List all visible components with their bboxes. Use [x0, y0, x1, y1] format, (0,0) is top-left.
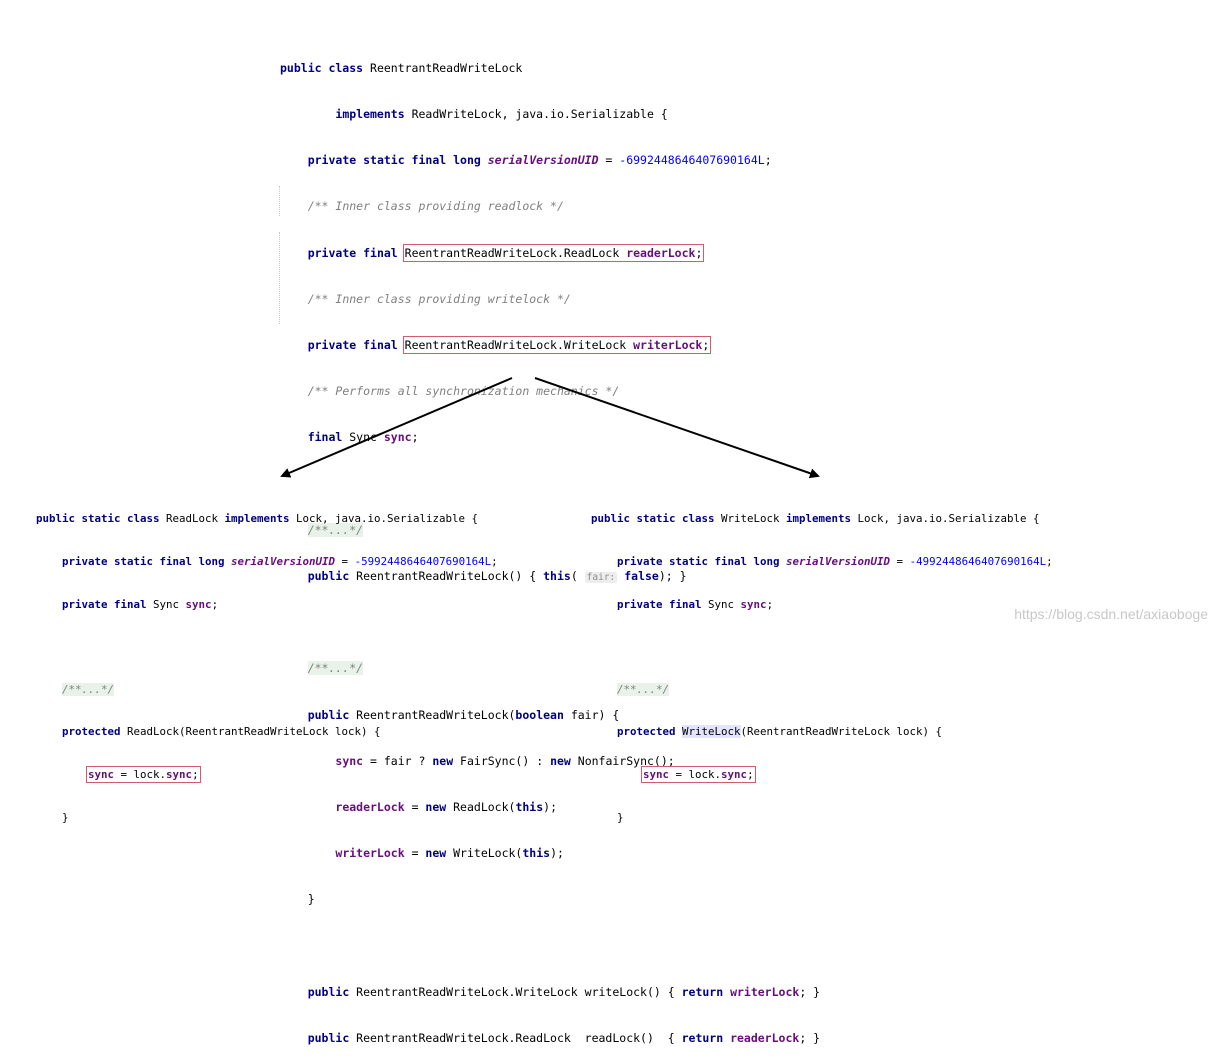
- code-line: }: [62, 810, 69, 824]
- arrow-to-readlock: [280, 377, 513, 478]
- code-line: final Sync sync;: [307, 430, 419, 445]
- code-line: private static final long serialVersionU…: [62, 555, 498, 568]
- parameter-hint: fair:: [584, 572, 618, 584]
- code-line: public static class ReadLock implements …: [36, 512, 479, 526]
- code-line: private final ReentrantReadWriteLock.Rea…: [307, 243, 705, 262]
- code-line: protected WriteLock(ReentrantReadWriteLo…: [617, 725, 943, 739]
- diagram-arrows: [280, 377, 820, 479]
- code-line: writerLock = new WriteLock(this);: [335, 846, 564, 861]
- code-line: public class ReentrantReadWriteLock: [280, 60, 523, 75]
- code-line: protected ReadLock(ReentrantReadWriteLoc…: [62, 725, 381, 739]
- fold-gutter-2: [279, 232, 281, 324]
- code-comment: /** Inner class providing writelock */: [307, 291, 571, 306]
- readlock-code-block: public static class ReadLock implements …: [36, 484, 498, 839]
- code-line: public ReentrantReadWriteLock.WriteLock …: [307, 984, 821, 999]
- code-fold[interactable]: /**...*/: [307, 522, 364, 537]
- code-line: public ReentrantReadWriteLock.ReadLock r…: [307, 1031, 821, 1046]
- code-line: private static final long serialVersionU…: [307, 153, 772, 168]
- code-line: }: [617, 810, 624, 824]
- code-line: public static class WriteLock implements…: [591, 512, 1040, 526]
- code-line: sync = lock.sync;: [36, 765, 498, 783]
- arrow-to-writelock: [534, 377, 820, 479]
- code-line: implements ReadWriteLock, java.io.Serial…: [335, 107, 668, 122]
- highlight-box-sync-read: sync = lock.sync;: [86, 765, 201, 783]
- code-line: }: [307, 892, 315, 907]
- writelock-code-block: public static class WriteLock implements…: [591, 484, 1053, 839]
- highlight-box-writerlock: ReentrantReadWriteLock.WriteLock writerL…: [402, 336, 712, 355]
- watermark: https://blog.csdn.net/axiaoboge: [1014, 606, 1208, 622]
- code-line: private final Sync sync;: [617, 597, 774, 611]
- highlight-box-readerlock: ReentrantReadWriteLock.ReadLock readerLo…: [402, 243, 705, 262]
- code-fold[interactable]: /**...*/: [617, 682, 670, 696]
- fold-gutter-1: [279, 186, 281, 216]
- code-comment: /** Inner class providing readlock */: [307, 199, 564, 214]
- code-line: private final ReentrantReadWriteLock.Wri…: [307, 336, 712, 355]
- code-line: private final Sync sync;: [62, 597, 219, 611]
- code-fold[interactable]: /**...*/: [62, 682, 115, 696]
- code-line: private static final long serialVersionU…: [617, 555, 1053, 568]
- highlight-box-sync-write: sync = lock.sync;: [641, 765, 756, 783]
- code-line: public ReentrantReadWriteLock() { this( …: [307, 569, 687, 584]
- code-line: sync = lock.sync;: [591, 765, 1053, 783]
